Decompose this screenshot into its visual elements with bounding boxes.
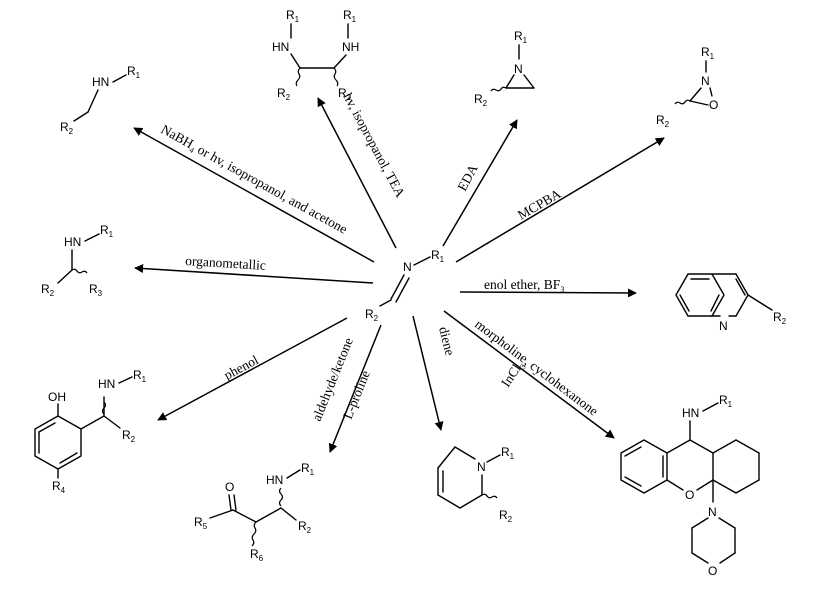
svg-text:NH: NH [342,40,359,54]
reagent-organometallic: organometallic [185,253,266,273]
product-aziridine: R1 N R2 [474,29,535,108]
reagent-phenol: phenol [221,352,261,383]
svg-text:HN: HN [272,40,289,54]
reagent-enol-ether: enol ether, BF3 [484,277,564,294]
product-quinoline: N R2 [675,273,787,333]
svg-text:R2: R2 [656,113,670,129]
svg-text:R1: R1 [127,64,141,80]
svg-text:HN: HN [682,406,699,420]
product-secondary-amine: HN R1 R2 [60,64,141,136]
svg-text:R1: R1 [286,8,300,24]
svg-text:R2: R2 [338,86,352,102]
arrow-to-aziridine [442,119,518,247]
reagent-morpholine: morpholine, cyclohexanone [472,316,601,418]
svg-text:R4: R4 [52,479,66,495]
reaction-arrows [133,97,665,453]
product-xanthene: HN R1 O N O [620,393,760,578]
product-diamine: R1 HN R2 R1 NH R2 [272,8,359,102]
reagent-hv-tea: hv, isopropanol, TEA [340,90,408,200]
svg-text:OH: OH [48,390,66,404]
svg-text:N: N [701,74,710,88]
reagent-nabh4: NaBH4 or hv, isopropanol, and acetone [158,122,350,239]
svg-text:R2: R2 [499,508,513,524]
reagent-l-proline: L-proline [340,368,373,421]
arrow-to-branched-amine [134,264,374,284]
svg-text:O: O [685,488,694,502]
product-branched-amine: HN R1 R2 R3 [41,223,114,298]
arrow-to-xanthene [443,310,615,439]
imine-n-atom: N [403,260,412,274]
svg-text:R3: R3 [89,282,103,298]
svg-text:O: O [709,98,718,112]
product-aminophenol: OH HN R1 R2 R4 [34,368,147,495]
arrow-to-oxaziridine [455,137,665,263]
svg-text:N: N [477,460,486,474]
svg-text:HN: HN [266,473,283,487]
arrow-to-tetrahydropyridine [412,315,444,431]
svg-text:N: N [719,319,728,333]
svg-text:R2: R2 [298,519,312,535]
svg-text:R1: R1 [701,45,715,61]
svg-text:R1: R1 [133,368,147,384]
imine-r1-label: R1 [431,248,445,264]
imine-r2-label: R2 [365,307,379,323]
arrow-to-aminoketone [328,324,382,453]
arrow-to-diamine [317,97,397,249]
svg-text:HN: HN [92,75,109,89]
arrow-to-amine [133,127,375,263]
svg-text:R1: R1 [301,461,315,477]
svg-text:R2: R2 [277,86,291,102]
svg-text:N: N [514,62,523,76]
reagent-labels: NaBH4 or hv, isopropanol, and acetone hv… [158,90,601,423]
svg-text:R5: R5 [194,515,208,531]
svg-text:N: N [708,505,717,519]
reagent-diene: diene [436,325,458,357]
product-tetrahydropyridine: N R1 R2 [437,445,515,524]
svg-text:R2: R2 [474,92,488,108]
reagent-mcpba: MCPBA [515,186,564,223]
svg-text:R1: R1 [343,8,357,24]
svg-text:R1: R1 [501,445,515,461]
svg-text:R6: R6 [250,547,264,563]
svg-text:R2: R2 [60,120,74,136]
svg-text:R1: R1 [719,393,733,409]
svg-text:R1: R1 [514,29,528,45]
svg-text:R2: R2 [122,428,136,444]
svg-text:O: O [708,564,717,578]
svg-text:R2: R2 [773,310,787,326]
svg-text:HN: HN [98,377,115,391]
svg-text:R2: R2 [41,282,55,298]
central-imine: N R1 R2 [365,248,445,323]
product-oxaziridine: R1 N O R2 [656,45,718,129]
arrow-to-aminophenol [157,317,348,421]
arrow-to-quinoline [459,288,637,298]
svg-text:HN: HN [64,235,81,249]
svg-text:O: O [225,480,234,494]
svg-text:R1: R1 [100,223,114,239]
product-aminoketone: O R5 R6 HN R1 R2 [194,461,315,563]
